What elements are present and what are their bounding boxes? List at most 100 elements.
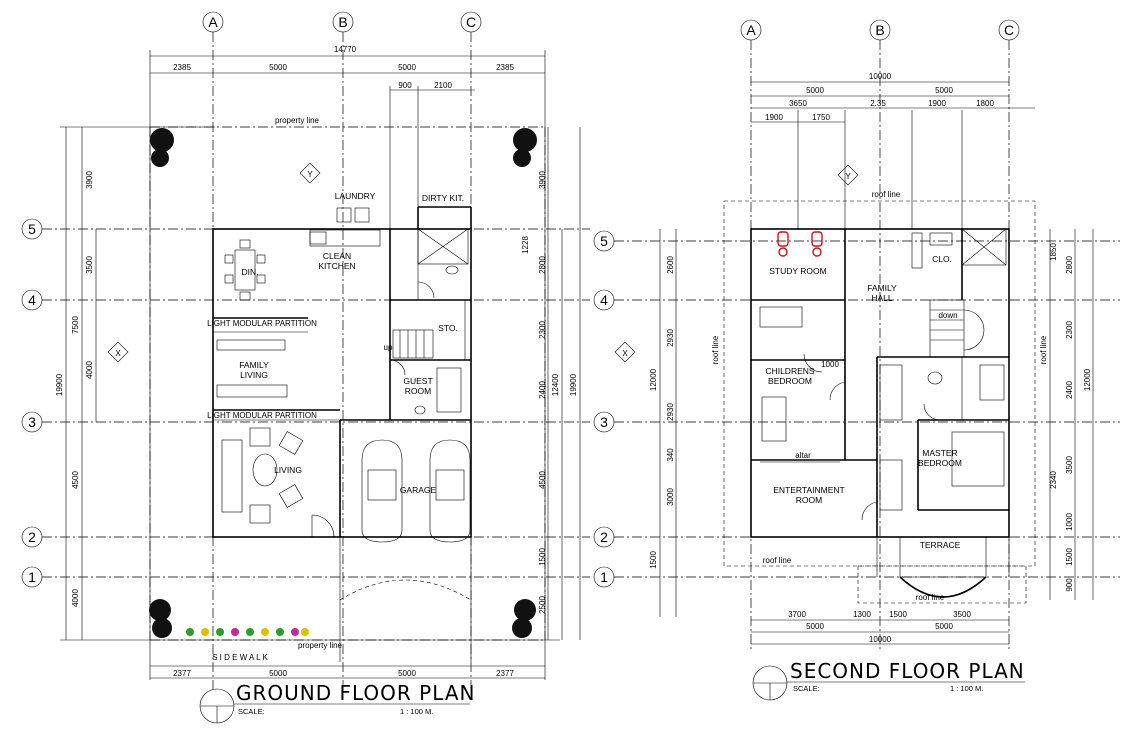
ground-title-block: GROUND FLOOR PLAN SCALE: 1 : 100 M.: [199, 681, 474, 724]
second-dim-top-small-1: 1900: [765, 113, 783, 122]
dim-1000-label: 1000: [821, 360, 839, 369]
second-dim-bottom-3: 1500: [889, 610, 907, 619]
room-study-room: STUDY ROOM: [769, 266, 826, 276]
room-childrens-bedroom-2: BEDROOM: [768, 376, 812, 386]
second-grid-row-5: 5: [600, 233, 608, 249]
second-dim-bottom-2-1: 5000: [806, 622, 824, 631]
room-dining: DIN.: [242, 267, 259, 277]
ground-dim-left-group-2: 19900: [55, 373, 64, 396]
second-furniture: [759, 231, 1005, 511]
second-dim-bottom-4: 3500: [953, 610, 971, 619]
ground-dim-top-small-1: 900: [398, 81, 412, 90]
second-marker-y: Y: [845, 172, 851, 181]
ground-grid-row-4: 4: [28, 292, 36, 308]
ground-scale-label: SCALE:: [238, 707, 265, 716]
ground-grid-columns: A B C: [202, 11, 482, 690]
section-marker-y-icon: [837, 164, 859, 186]
ground-dim-right-7: 1500: [538, 548, 547, 566]
roof-line-left-label: roof line: [711, 335, 720, 364]
ground-dim-left-2: 3500: [85, 256, 94, 274]
second-dim-bottom-2-2: 5000: [935, 622, 953, 631]
second-dim-right-group: 12000: [1083, 368, 1092, 391]
car-icon: [429, 439, 471, 543]
tree-icon: [512, 599, 536, 638]
ground-dim-right-group-2: 19900: [569, 373, 578, 396]
ground-room-labels: LAUNDRY DIRTY KIT. CLEAN KITCHEN DIN. ST…: [207, 191, 464, 662]
ground-top-dimensions: 14770 2385 5000 5000 2385 900 2100: [149, 45, 546, 680]
cabinet-icon: [879, 459, 903, 511]
second-marker-x: X: [622, 349, 628, 358]
roof-line-top-label: roof line: [872, 190, 901, 199]
second-dim-top-detail-4: 1800: [976, 99, 994, 108]
ground-dim-left-group-1: 7500: [71, 316, 80, 334]
ground-dim-left-3: 4000: [85, 361, 94, 379]
second-room-labels: STUDY ROOM FAMILY HALL CLO. down 1000 CH…: [765, 254, 962, 550]
second-dim-left-5: 3000: [666, 488, 675, 506]
room-laundry: LAUNDRY: [335, 191, 376, 201]
second-bottom-dimensions: 3700 1300 1500 3500 5000 5000 10000: [751, 610, 1009, 645]
ground-marker-x: X: [115, 349, 121, 358]
second-dim-right-9: 900: [1065, 578, 1074, 592]
room-clean-kitchen-1: CLEAN: [323, 251, 351, 261]
second-left-dimensions: 2600 2930 2930 340 3000 1500 12000: [649, 229, 677, 617]
ground-dim-bottom-3: 5000: [398, 669, 416, 678]
second-dim-bottom-1: 3700: [788, 610, 806, 619]
second-section-markers: Y X: [614, 164, 859, 363]
section-marker-x-icon: [107, 341, 129, 363]
ground-grid-row-3: 3: [28, 414, 36, 430]
room-master-bedroom-1: MASTER: [922, 448, 957, 458]
ground-grid-row-2: 2: [28, 529, 36, 545]
second-floor-plan-title: SECOND FLOOR PLAN: [790, 659, 1025, 683]
ground-dim-right-6: 4500: [538, 471, 547, 489]
room-storage: STO.: [438, 323, 458, 333]
second-dim-right-8: 1500: [1065, 548, 1074, 566]
living-set-icon: [221, 427, 304, 524]
partition-label-2: LIGHT MODULAR PARTITION: [207, 411, 317, 420]
second-dim-right-7: 1000: [1065, 513, 1074, 531]
stair-up-label: up: [384, 343, 393, 352]
second-dim-top-total: 10000: [869, 72, 892, 81]
second-grid-col-a: A: [746, 22, 756, 38]
room-family-hall-1: FAMILY: [867, 283, 897, 293]
ground-right-dimensions: 3900 1228 2800 2300 2400 4500 1500 2500 …: [521, 127, 581, 640]
ground-grid-col-a: A: [208, 14, 218, 30]
tree-icon: [149, 599, 172, 638]
room-clean-kitchen-2: KITCHEN: [318, 261, 355, 271]
room-guest-room-2: ROOM: [405, 386, 431, 396]
room-guest-room-1: GUEST: [403, 376, 432, 386]
second-grid-col-b: B: [875, 22, 884, 38]
second-dim-right-2: 2800: [1065, 256, 1074, 274]
second-title-block: SECOND FLOOR PLAN SCALE: 1 : 100 M.: [752, 659, 1025, 701]
second-dim-top-1: 5000: [806, 86, 824, 95]
second-grid-rows: 5 4 3 2 1: [593, 230, 1120, 588]
second-dim-left-1: 2600: [666, 256, 675, 274]
room-garage: GARAGE: [400, 485, 437, 495]
ground-grid-row-5: 5: [28, 221, 36, 237]
second-scale-value: 1 : 100 M.: [950, 684, 983, 693]
second-dim-right-3: 2300: [1065, 321, 1074, 339]
ground-grid-col-b: B: [338, 14, 347, 30]
second-walls: [750, 228, 1010, 598]
second-dim-top-detail-2: 2.35: [870, 99, 886, 108]
ground-dim-top-total: 14770: [334, 45, 357, 54]
ground-grid-col-c: C: [466, 14, 476, 30]
ground-dim-right-group-1: 12400: [551, 373, 560, 396]
room-living: LIVING: [274, 465, 302, 475]
stair-down-label: down: [938, 311, 957, 320]
room-dirty-kitchen: DIRTY KIT.: [422, 193, 464, 203]
ground-section-markers: Y X: [107, 162, 321, 363]
kitchen-counter-icon: [309, 207, 381, 247]
second-dim-right-1: 1850: [1049, 243, 1058, 261]
room-master-bedroom-2: BEDROOM: [918, 458, 962, 468]
altar-label: altar: [795, 451, 811, 460]
second-dim-right-4: 2400: [1065, 381, 1074, 399]
bed-icon: [761, 396, 787, 442]
second-dim-left-3: 2930: [666, 403, 675, 421]
room-childrens-bedroom-1: CHILDRENS: [765, 366, 814, 376]
guest-bed-icon: [436, 367, 462, 413]
second-dim-top-detail-3: 1900: [928, 99, 946, 108]
second-right-dimensions: 1850 2800 2300 2400 3500 2340 1000 1500 …: [1049, 229, 1094, 600]
ground-dim-right-3: 2800: [538, 256, 547, 274]
room-closet: CLO.: [932, 254, 952, 264]
